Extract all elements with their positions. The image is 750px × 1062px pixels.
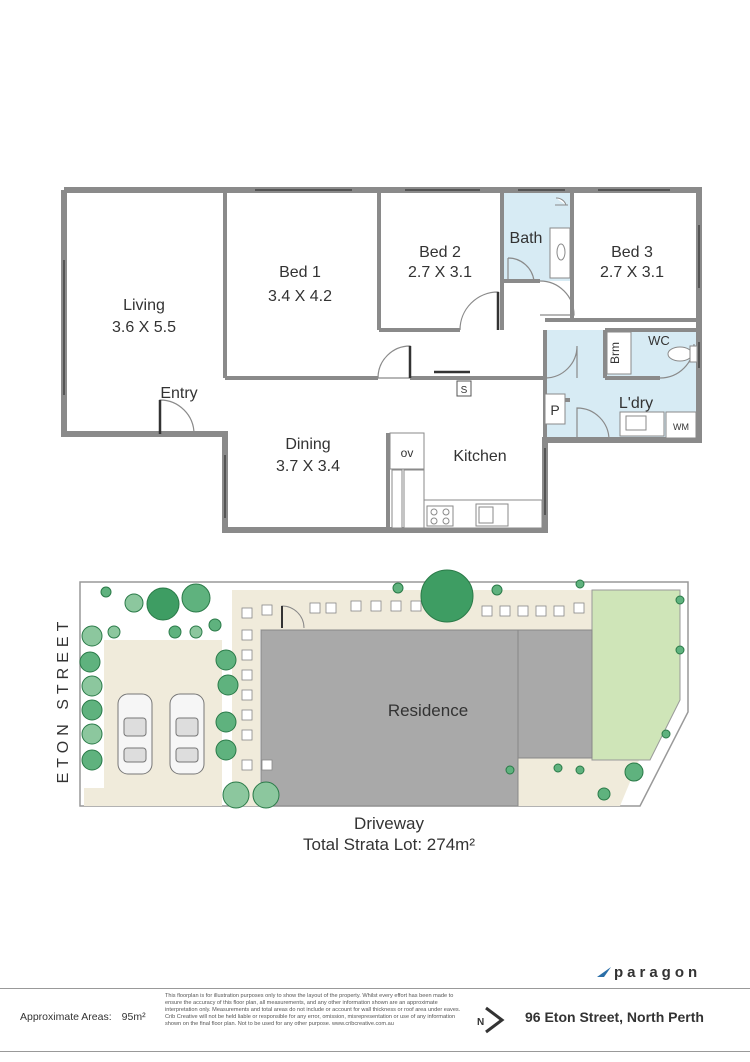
residence-block-rear [517,629,593,759]
room-wc-name: WC [648,333,670,348]
bath-fixtures [549,197,571,279]
room-bed1-name: Bed 1 [279,264,321,281]
room-pantry-label: P [550,402,559,418]
room-wm-label: WM [673,422,689,432]
interior-walls [64,190,699,530]
street-name: ETON STREET [55,617,72,784]
kitchen-bench [389,432,543,529]
compass-letter: N [477,1017,484,1028]
room-dining-dims: 3.7 X 3.4 [276,458,340,475]
room-living-name: Living [123,297,165,314]
broom-cupboard [606,331,632,375]
room-bed2-name: Bed 2 [419,244,461,261]
room-entry-name: Entry [160,385,197,402]
pantry [544,393,566,425]
north-compass-icon: N [476,1005,516,1040]
disclaimer-text: This floorplan is for illustration purpo… [165,993,461,1027]
door-leaves [158,292,500,434]
site-plan: ETON STREET Residence Driveway Total Str… [55,569,689,854]
floor-plan: Living 3.6 X 5.5 Bed 1 3.4 X 4.2 Bed 2 2… [61,187,702,533]
room-bath-name: Bath [510,230,543,247]
toilet [667,345,698,363]
room-living-dims: 3.6 X 5.5 [112,319,176,336]
rear-paving [518,758,640,806]
room-kitchen-name: Kitchen [453,448,506,465]
paragon-logo-mark [597,967,611,977]
total-lot-label: Total Strata Lot: 274m² [303,835,475,854]
room-laundry-name: L'dry [619,395,653,412]
stair-box [456,380,472,397]
residence-label: Residence [388,701,468,720]
room-dining-name: Dining [285,436,330,453]
room-bed1-dims: 3.4 X 4.2 [268,288,332,305]
property-address: 96 Eton Street, North Perth [525,1009,704,1025]
trees [79,569,685,809]
room-bed2-dims: 2.7 X 3.1 [408,264,472,281]
brand-name: paragon [614,964,701,981]
approx-areas-label: Approximate Areas: [20,1011,112,1023]
trough-basin [625,415,647,431]
paver-squares [241,600,585,771]
windows [63,189,700,518]
washing-machine [665,411,697,439]
footer-bar: Approximate Areas: 95m² This floorplan is… [0,988,750,1052]
room-oven-label: ov [401,446,414,460]
cars [117,693,205,775]
room-bed3-dims: 2.7 X 3.1 [600,264,664,281]
room-brm-label: Brm [608,342,622,364]
approx-areas: Approximate Areas: 95m² [20,1011,146,1023]
doors [159,257,695,441]
room-bed3-name: Bed 3 [611,244,653,261]
driveway-label: Driveway [354,814,424,833]
room-stair-label: S [461,385,468,396]
approx-areas-value: 95m² [121,1011,146,1023]
